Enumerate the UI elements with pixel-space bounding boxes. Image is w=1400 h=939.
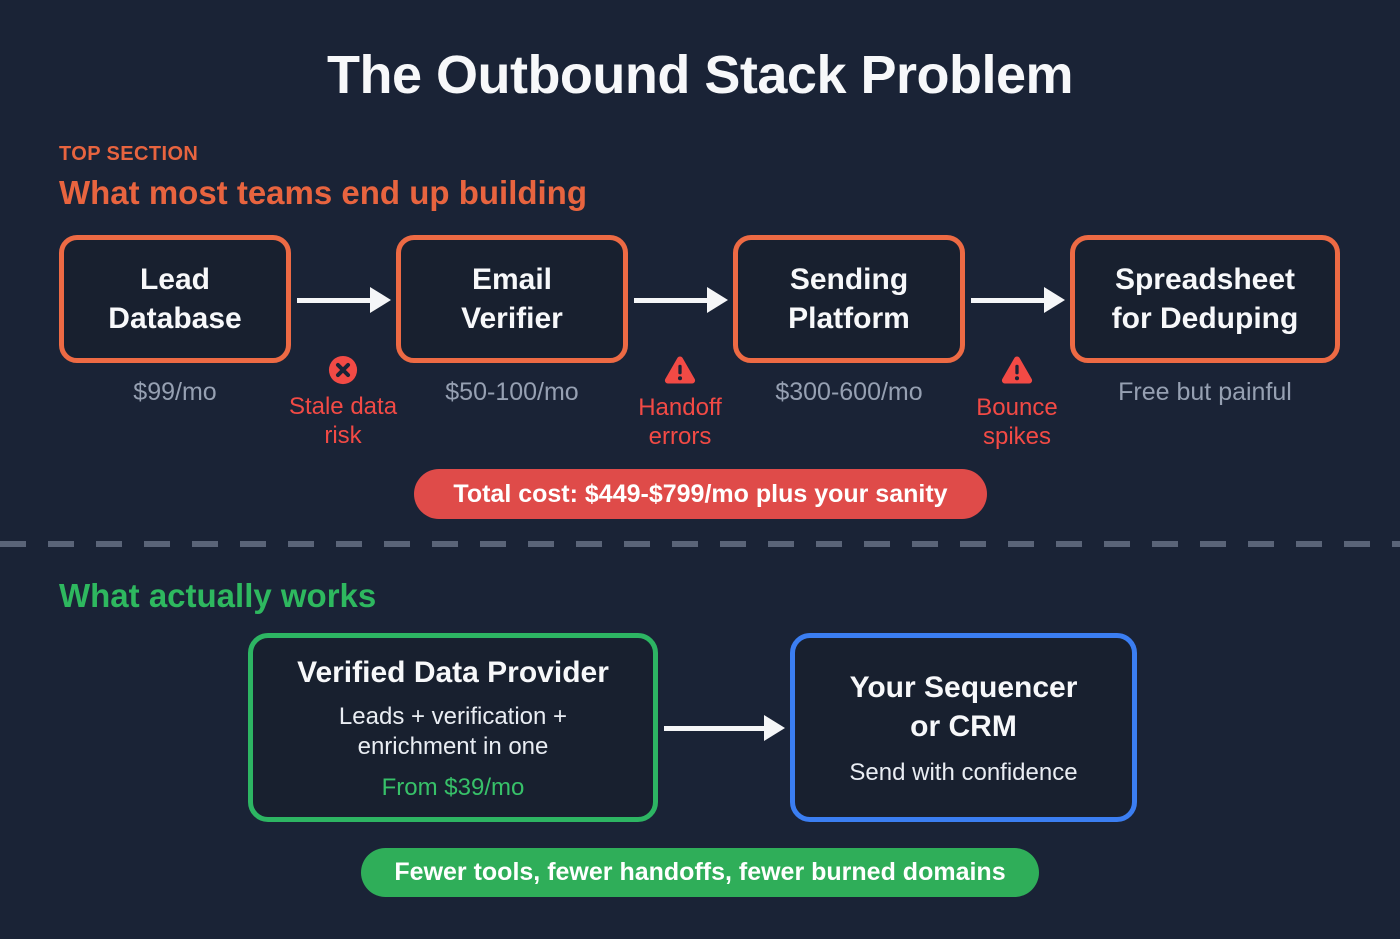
benefit-banner: Fewer tools, fewer handoffs, fewer burne… [361, 848, 1039, 897]
section-divider [0, 541, 1400, 547]
arrow-right-icon [297, 287, 391, 313]
arrow-right-icon [971, 287, 1065, 313]
warning-triangle-icon [664, 356, 696, 384]
total-cost-banner: Total cost: $449-$799/mo plus your sanit… [414, 469, 987, 519]
node-spreadsheet-deduping: Spreadsheet for Deduping [1070, 235, 1340, 363]
top-section-eyebrow: TOP SECTION [59, 143, 199, 165]
node-price: $50-100/mo [445, 378, 579, 406]
node-price: Free but painful [1118, 378, 1292, 406]
arrow-right-icon [664, 715, 785, 741]
node-sublabel: Send with confidence [849, 758, 1078, 786]
node-your-sequencer-crm: Your Sequencer or CRM Send with confiden… [790, 633, 1137, 822]
node-lead-database: Lead Database [59, 235, 291, 363]
node-label: Verified Data Provider [297, 656, 609, 689]
node-sending-platform: Sending Platform [733, 235, 965, 363]
warning-triangle-icon [1001, 356, 1033, 384]
node-label: Lead Database [108, 263, 242, 335]
node-email-verifier: Email Verifier [396, 235, 628, 363]
node-label: Your Sequencer or CRM [849, 670, 1078, 743]
node-label: Email Verifier [461, 263, 563, 335]
node-sublabel: Leads + verification +enrichment in one [338, 703, 568, 760]
node-price: $300-600/mo [775, 378, 923, 406]
x-circle-icon [328, 355, 358, 385]
node-price: $99/mo [133, 378, 217, 406]
node-price: From $39/mo [381, 774, 525, 801]
node-verified-data-provider: Verified Data Provider Leads + verificat… [248, 633, 658, 822]
arrow-right-icon [634, 287, 728, 313]
page-title: The Outbound Stack Problem [326, 45, 1074, 105]
top-section-heading: What most teams end up building [59, 174, 587, 211]
node-label: Sending Platform [788, 263, 910, 335]
bottom-section-heading: What actually works [59, 577, 377, 614]
node-label: Spreadsheet for Deduping [1111, 263, 1299, 335]
